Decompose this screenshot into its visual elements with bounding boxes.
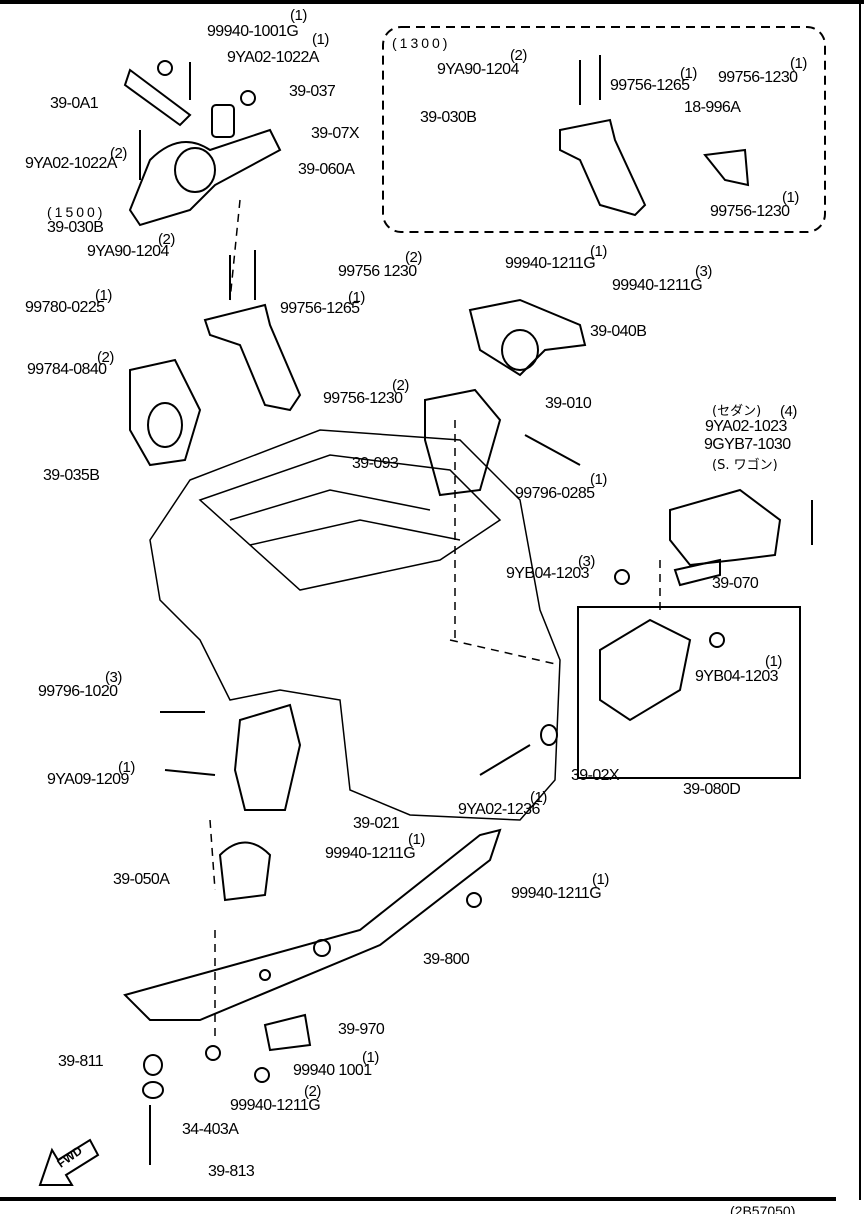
part-quantity-label: (2) bbox=[158, 231, 175, 248]
part-number-label: 99756-1230 bbox=[323, 390, 403, 407]
part-quantity-label: (2) bbox=[510, 47, 527, 64]
part-quantity-label: (2) bbox=[392, 377, 409, 394]
part-quantity-label: (1) bbox=[95, 287, 112, 304]
part-number-label: 9YB04-1203 bbox=[695, 668, 779, 685]
part-number-label: 99796-1020 bbox=[38, 683, 118, 700]
part-quantity-label: (1) bbox=[765, 653, 782, 670]
part-number-label: 99756-1230 bbox=[710, 203, 790, 220]
engine-block bbox=[149, 429, 561, 821]
bracket-39-030b bbox=[129, 250, 302, 467]
part-quantity-label: (4) bbox=[780, 403, 797, 420]
part-quantity-label: (1) bbox=[118, 759, 135, 776]
part-quantity-label: (1) bbox=[362, 1049, 379, 1066]
top-border bbox=[0, 0, 864, 4]
part-number-label: 39-0A1 bbox=[50, 95, 99, 112]
part-number-label: 99756-1230 bbox=[718, 69, 798, 86]
part-39-080d-box bbox=[577, 606, 801, 779]
part-number-label: 9YA90-1204 bbox=[437, 61, 519, 78]
forward-arrow-icon bbox=[38, 1138, 100, 1186]
part-number-label: 99756 1230 bbox=[338, 263, 417, 280]
part-quantity-label: (3) bbox=[695, 263, 712, 280]
part-number-label: 39-07X bbox=[311, 125, 360, 142]
part-quantity-label: (1) bbox=[592, 871, 609, 888]
engine-mount-left bbox=[160, 703, 531, 902]
part-quantity-label: (1) bbox=[530, 789, 547, 806]
part-number-label: 39-050A bbox=[113, 871, 170, 888]
part-number-label: 9YA02-1022A bbox=[25, 155, 117, 172]
bottom-border bbox=[0, 1197, 836, 1201]
part-quantity-label: (3) bbox=[105, 669, 122, 686]
part-quantity-label: (2) bbox=[405, 249, 422, 266]
part-quantity-label: (1) bbox=[680, 65, 697, 82]
bracket-1300 bbox=[559, 55, 750, 217]
part-number-label: 99940-1211G bbox=[325, 845, 416, 862]
bracket-39-080d bbox=[540, 569, 725, 746]
part-number-label: 9YA09-1209 bbox=[47, 771, 129, 788]
part-quantity-label: (2) bbox=[97, 349, 114, 366]
part-quantity-label: (1) bbox=[782, 189, 799, 206]
crossmember-39-800 bbox=[123, 828, 502, 1165]
part-number-label: 9YA02-1022A bbox=[227, 49, 319, 66]
assembly-lines bbox=[209, 199, 661, 1040]
part-number-label: 39-02X bbox=[571, 767, 620, 784]
part-number-label: 39-811 bbox=[58, 1053, 104, 1070]
part-number-label: 99940-1001G bbox=[207, 23, 299, 40]
part-number-label: 18-996A bbox=[684, 99, 741, 116]
part-quantity-label: (2) bbox=[110, 145, 127, 162]
part-number-label: 39-813 bbox=[208, 1163, 255, 1180]
part-number-label: 39-030B bbox=[420, 109, 477, 126]
part-quantity-label: (1) bbox=[348, 289, 365, 306]
part-quantity-label: (1) bbox=[590, 243, 607, 260]
part-number-label: 39-010 bbox=[545, 395, 592, 412]
engine-mount-39-070 bbox=[669, 488, 813, 587]
part-number-label: 99940 1001 bbox=[293, 1062, 372, 1079]
part-quantity-label: (1) bbox=[290, 7, 307, 24]
part-quantity-label: (3) bbox=[578, 553, 595, 570]
diagram-code: (2B57050) bbox=[730, 1203, 796, 1214]
engine-mount-upper bbox=[123, 60, 282, 227]
part-number-label: 99940-1211G bbox=[511, 885, 602, 902]
part-number-label: 9YA02-1236 bbox=[458, 801, 540, 818]
engine-mount-right bbox=[424, 298, 587, 497]
part-number-label: 99756-1265 bbox=[280, 300, 360, 317]
variant-wagon-label: (S. ワゴン) bbox=[712, 458, 778, 473]
part-number-label: 9YA02-1023 bbox=[705, 418, 787, 435]
part-number-label: 99940-1211G bbox=[505, 255, 596, 272]
group-1500-label: (1500) bbox=[47, 204, 106, 220]
part-number-label: 34-403A bbox=[182, 1121, 239, 1138]
group-1300-box bbox=[382, 26, 826, 233]
variant-sedan-label: (セダン) bbox=[712, 404, 762, 419]
part-number-label: 9YB04-1203 bbox=[506, 565, 590, 582]
part-number-label: 99780-0225 bbox=[25, 299, 105, 316]
part-number-label: 99940-1211G bbox=[230, 1097, 321, 1114]
part-number-label: 9YA90-1204 bbox=[87, 243, 169, 260]
part-number-label: 39-037 bbox=[289, 83, 336, 100]
part-number-label: 99940-1211G bbox=[612, 277, 703, 294]
part-quantity-label: (1) bbox=[408, 831, 425, 848]
part-number-label: 39-093 bbox=[352, 455, 399, 472]
part-number-label: 39-030B bbox=[47, 219, 104, 236]
part-number-label: 39-070 bbox=[712, 575, 759, 592]
part-number-label: 39-035B bbox=[43, 467, 100, 484]
part-number-label: 39-021 bbox=[353, 815, 400, 832]
part-number-label: 99756-1265 bbox=[610, 77, 690, 94]
part-number-label: 39-970 bbox=[338, 1021, 385, 1038]
part-number-label: 99784-0840 bbox=[27, 361, 107, 378]
part-number-label: 39-060A bbox=[298, 161, 355, 178]
part-number-label: 39-080D bbox=[683, 781, 741, 798]
part-number-label: 99796-0285 bbox=[515, 485, 595, 502]
part-quantity-label: (1) bbox=[790, 55, 807, 72]
group-1300-label: (1300) bbox=[392, 35, 451, 51]
part-quantity-label: (2) bbox=[304, 1083, 321, 1100]
part-number-label: 39-040B bbox=[590, 323, 647, 340]
part-number-label: 39-800 bbox=[423, 951, 470, 968]
part-number-label: 9GYB7-1030 bbox=[704, 436, 791, 453]
part-quantity-label: (1) bbox=[312, 31, 329, 48]
part-quantity-label: (1) bbox=[590, 471, 607, 488]
